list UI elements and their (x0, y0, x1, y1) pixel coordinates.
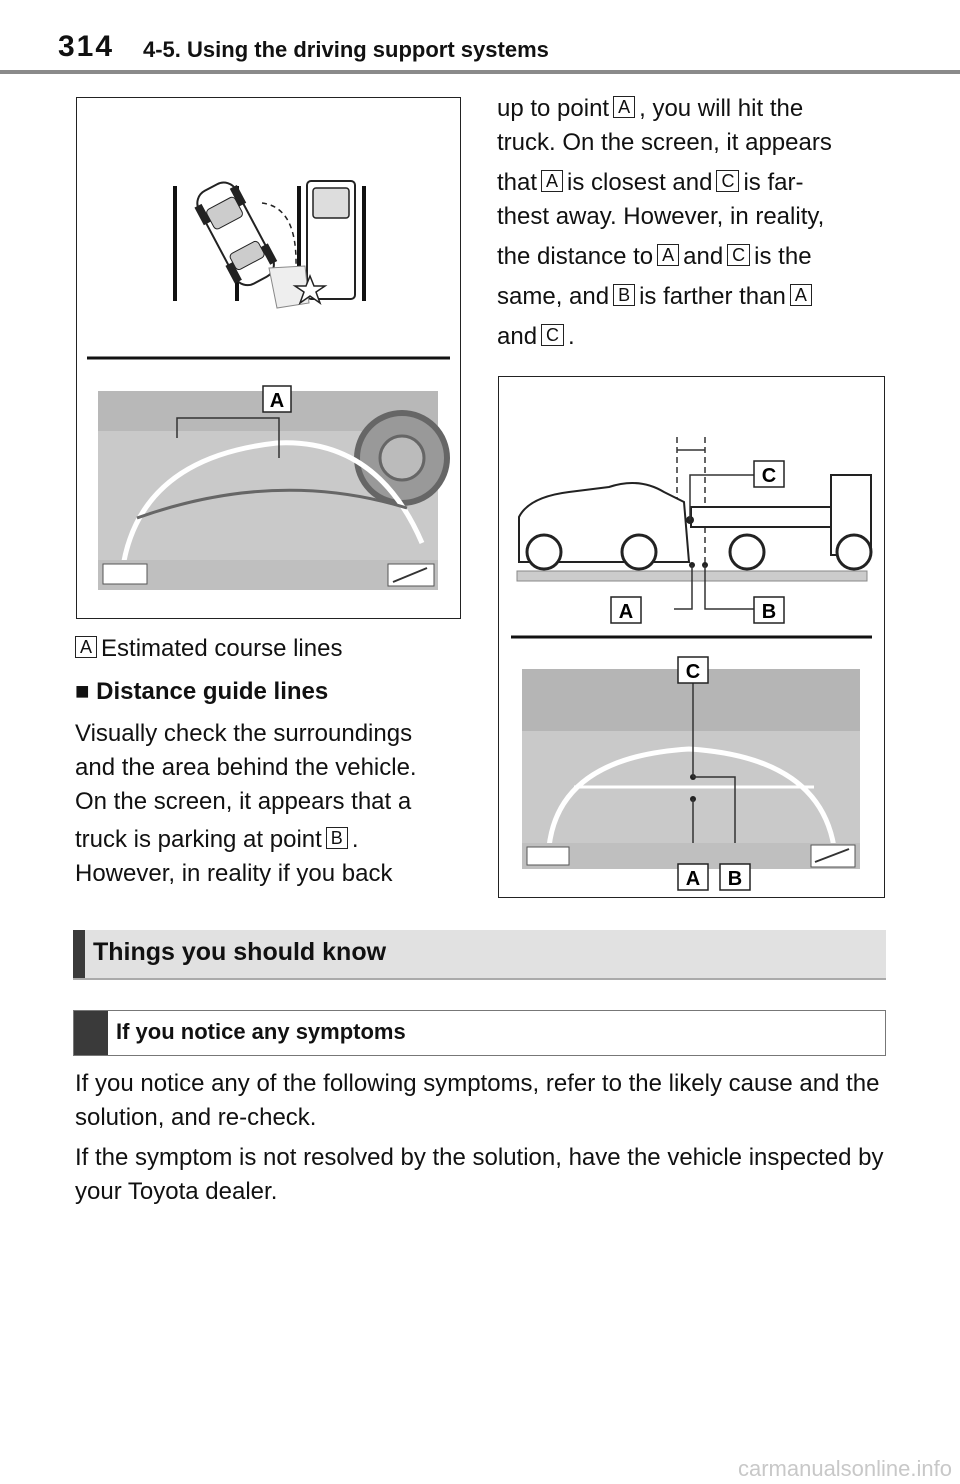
figure2-label-a-bottom: A (686, 868, 700, 890)
figure2-label-c-bottom: C (686, 661, 700, 683)
figure-distance-lines-drawing: C A B C A B (511, 437, 873, 891)
symptoms-subsection-title: If you notice any symptoms (116, 1019, 406, 1044)
caption-marker: A (75, 636, 98, 658)
figure2-label-b-top: B (762, 601, 776, 623)
heading-text: Distance guide lines (96, 678, 329, 705)
things-section-title: Things you should know (93, 938, 387, 966)
left-line-2: and the area behind the vehicle. (75, 754, 417, 781)
body-paragraph-2: If the symptom is not resolved by the so… (75, 1144, 884, 1205)
subsection-bar (74, 1011, 108, 1055)
symptoms-subsection-header: If you notice any symptoms (73, 1010, 886, 1056)
caption-text: Estimated course lines (101, 635, 343, 662)
figure2-label-a-top: A (619, 601, 633, 623)
things-section-header: Things you should know (73, 930, 886, 980)
header-rule (0, 70, 960, 74)
left-paragraph: Visually check the surroundings and the … (75, 717, 475, 891)
heading-bullet: ■ (75, 678, 90, 705)
right-line-4: thest away. However, in reality, (497, 203, 825, 230)
body-paragraph-1: If you notice any of the following sympt… (75, 1070, 880, 1131)
page-number: 314 (58, 30, 115, 63)
section-bar (73, 930, 85, 978)
figure-distance-lines: C A B C A B (498, 376, 885, 898)
distance-guide-heading: ■ Distance guide lines (75, 675, 328, 709)
left-line-1: Visually check the surroundings (75, 720, 413, 747)
figure2-label-b-bottom: B (728, 868, 742, 890)
figure1-label-a: A (270, 390, 284, 412)
left-line-5: However, in reality if you back (75, 860, 393, 887)
left-line-3: On the screen, it appears that a (75, 788, 412, 815)
right-line-2: truck. On the screen, it appears (497, 129, 832, 156)
figure-course-lines: A (76, 97, 461, 619)
figure2-label-c-top: C (762, 465, 776, 487)
figure-course-lines-drawing: A (87, 180, 450, 590)
footer-watermark: carmanualsonline.info (737, 1456, 952, 1481)
section-title: 4-5. Using the driving support systems (143, 37, 549, 62)
